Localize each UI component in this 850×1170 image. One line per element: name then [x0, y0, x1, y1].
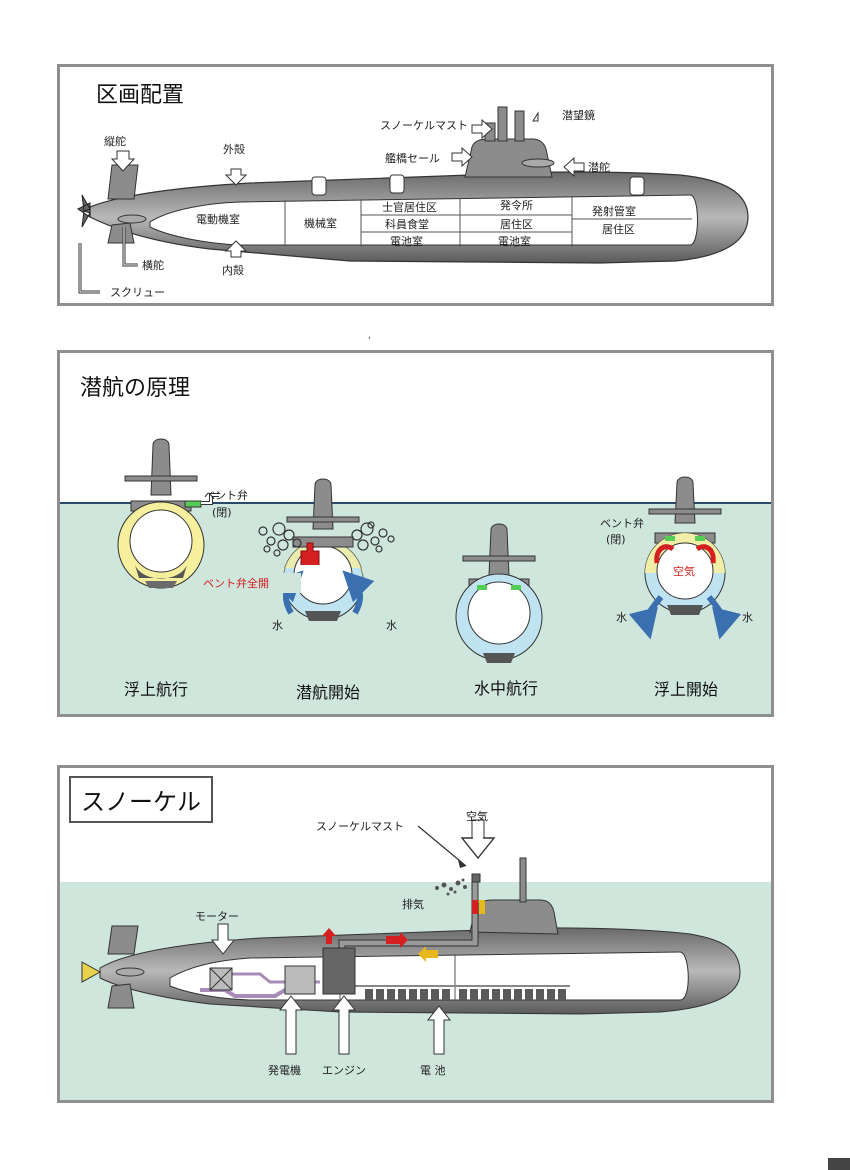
- label-outer-hull: 外殻: [223, 142, 245, 156]
- label-vent-closed-2: ベント弁: [600, 516, 644, 530]
- caption-surface-cruise: 浮上航行: [124, 680, 188, 699]
- screw-shape: [81, 961, 102, 983]
- label-closed-2: (閉): [606, 533, 626, 546]
- label-mess: 科員食堂: [385, 217, 429, 231]
- caption-surface-start: 浮上開始: [654, 680, 718, 699]
- panel-title-diving-principle: 潜航の原理: [80, 376, 191, 401]
- generator-box: [284, 965, 316, 995]
- label-closed-1: (閉): [212, 506, 232, 519]
- label-air-bubble: 空気: [673, 564, 695, 578]
- label-petty-officer-quarters: 士官居住区: [382, 200, 437, 214]
- label-vent-closed-1: ベント弁: [204, 488, 248, 502]
- label-screw: スクリュー: [110, 286, 165, 299]
- engine-box: [322, 947, 356, 995]
- sub-surfacing: [628, 476, 742, 640]
- rudder-shape: [107, 164, 139, 200]
- label-engine: エンジン: [322, 1064, 366, 1077]
- sub-diving-start: [258, 478, 395, 621]
- label-quarters: 居住区: [500, 217, 533, 231]
- label-water-3: 水: [616, 611, 627, 624]
- label-motor: モーター: [195, 910, 239, 923]
- label-sail-plane: 潜舵: [588, 160, 610, 174]
- label-snorkel-mast: スノーケルマスト: [380, 119, 468, 132]
- submarine-cutaway-diagram: 縦舵 外殻 スノーケルマスト 潜望鏡 艦橋セール 潜舵 電動機室 機械室 士官居…: [77, 106, 749, 299]
- label-snorkel-mast: スノーケルマスト: [316, 820, 404, 833]
- diving-principle-diagram: ベント弁 (閉) ベント弁全開 水 水: [60, 438, 771, 714]
- sub-submerged: [455, 523, 543, 663]
- label-forward-quarters: 居住区: [602, 222, 635, 236]
- label-inner-hull: 内殻: [222, 263, 244, 277]
- periscope-shape: [514, 110, 525, 142]
- panel-title-compartment-layout: 区画配置: [96, 83, 185, 108]
- label-water-1: 水: [272, 619, 283, 632]
- label-air-intake: 空気: [466, 809, 488, 823]
- label-torpedo-room: 発射管室: [592, 204, 636, 218]
- label-machine-room: 機械室: [304, 216, 337, 230]
- diving-principle-panel: 潜航の原理 ベント弁 (閉): [57, 350, 774, 717]
- compartment-layout-panel: 区画配置: [57, 64, 774, 306]
- caption-dive-start: 潜航開始: [296, 683, 360, 702]
- label-battery-room-1: 電池室: [390, 234, 423, 248]
- label-exhaust: 排気: [402, 897, 424, 911]
- label-stern-plane: 横舵: [142, 258, 164, 272]
- stern-plane-shape: [117, 214, 147, 224]
- label-control-room: 発令所: [500, 198, 533, 212]
- battery-cells: [365, 989, 566, 1000]
- label-battery-room-2: 電池室: [498, 234, 531, 248]
- sub-surfaced: [117, 438, 219, 589]
- panel-title-snorkel: スノーケル: [69, 776, 213, 823]
- scan-corner-mark: [828, 1158, 850, 1170]
- label-rudder: 縦舵: [104, 134, 126, 148]
- label-water-2: 水: [386, 619, 397, 632]
- label-vent-open: ベント弁全開: [203, 576, 269, 590]
- label-sail: 艦橋セール: [385, 151, 440, 165]
- scan-speck: ,: [368, 330, 372, 341]
- caption-underwater-cruise: 水中航行: [474, 679, 538, 698]
- snorkel-panel: スノーケル: [57, 765, 774, 1103]
- screw-shape: [77, 194, 91, 228]
- air-intake-arrow: [460, 837, 496, 860]
- snorkel-mast-shape: [497, 106, 508, 142]
- label-generator: 発電機: [268, 1063, 301, 1077]
- label-water-4: 水: [742, 611, 753, 624]
- snorkel-diagram: スノーケルマスト 空気 排気 モーター 発電機 エンジン 電 池: [60, 809, 771, 1100]
- label-motor-room: 電動機室: [196, 212, 240, 226]
- label-periscope: 潜望鏡: [562, 108, 595, 122]
- label-battery: 電 池: [420, 1064, 446, 1077]
- sail-plane-shape: [521, 158, 555, 168]
- sail-shape: [464, 138, 553, 178]
